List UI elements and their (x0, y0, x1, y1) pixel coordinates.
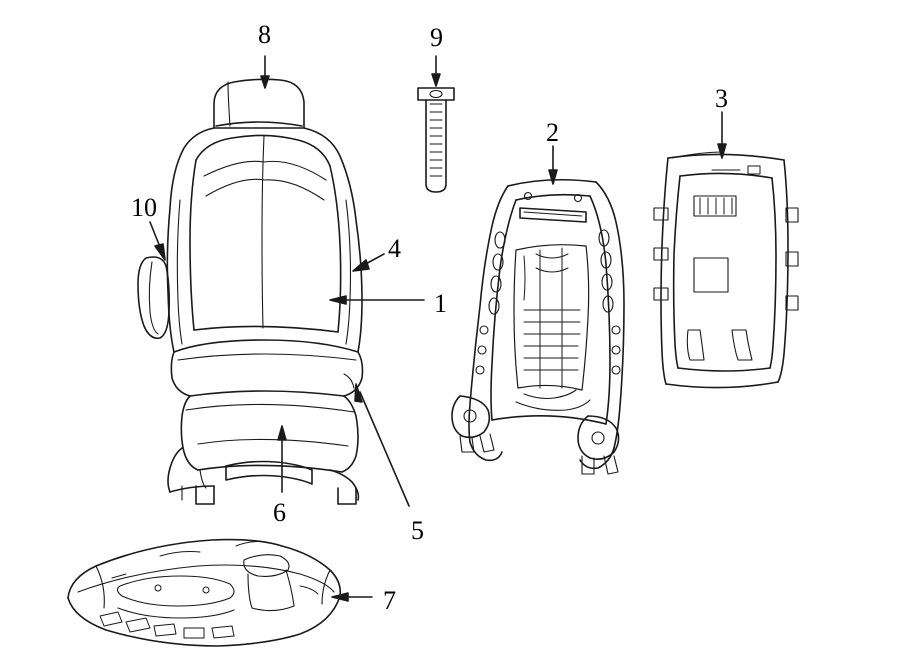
seat-back-panel-part (653, 151, 799, 389)
latch-striker-rod-part (417, 87, 455, 193)
callout-label-9: 9 (430, 23, 443, 52)
head-restraint-part (213, 78, 305, 129)
seat-back-frame-part (451, 178, 625, 475)
callout-label-8: 8 (258, 20, 271, 49)
callout-label-1: 1 (434, 289, 447, 318)
callout-label-2: 2 (546, 118, 559, 147)
seat-cushion-pan-part (67, 538, 342, 647)
leader-lines (149, 55, 727, 602)
callout-label-10: 10 (131, 193, 157, 222)
callout-label-6: 6 (273, 498, 286, 527)
callout-label-7: 7 (383, 586, 396, 615)
seat-assembly-part (137, 127, 364, 505)
callout-label-3: 3 (715, 84, 728, 113)
callout-label-4: 4 (388, 234, 401, 263)
callout-label-5: 5 (411, 516, 424, 545)
